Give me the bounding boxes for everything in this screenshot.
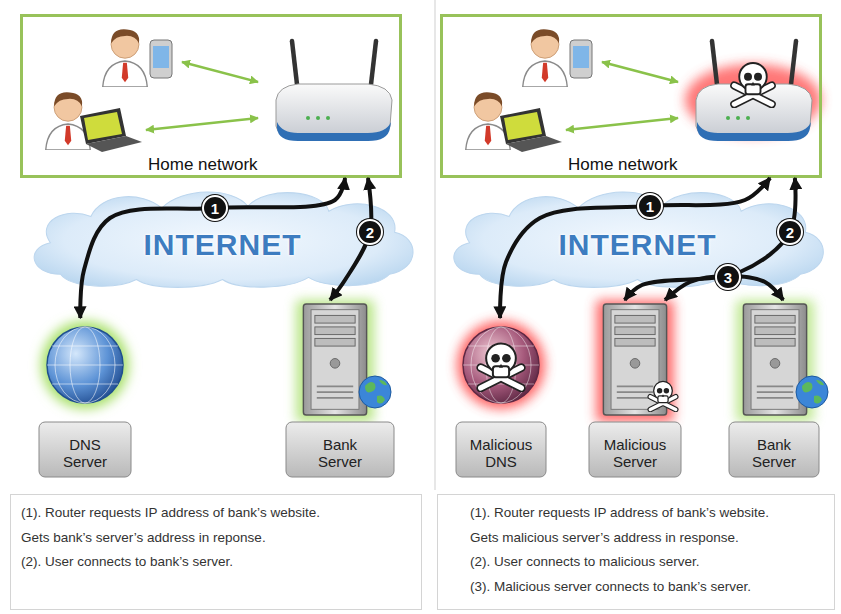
caption-line: (2). User connects to bank’s server. bbox=[21, 550, 413, 575]
safe-glow bbox=[296, 300, 374, 422]
caption-line: Gets malicious server’s address in respo… bbox=[470, 526, 826, 551]
server-label: Malicious Server bbox=[588, 300, 682, 478]
connector-arrow bbox=[500, 178, 770, 318]
server-icon bbox=[303, 304, 366, 415]
skull-icon bbox=[650, 381, 676, 409]
caption-line: (3). Malicious server connects to bank’s… bbox=[470, 575, 826, 600]
skull-icon bbox=[734, 63, 772, 104]
node-label: Bank Server bbox=[737, 436, 811, 471]
caption-line: (1). Router requests IP address of bank’… bbox=[470, 501, 826, 526]
caption-cell: (1). Router requests IP address of bank’… bbox=[10, 494, 422, 610]
node-label: DNS Server bbox=[48, 436, 122, 471]
router-icon bbox=[276, 41, 392, 141]
earth-icon bbox=[359, 376, 391, 408]
panel-divider bbox=[435, 0, 436, 490]
callout-number: 2 bbox=[357, 219, 383, 245]
router-icon bbox=[696, 41, 812, 141]
node-label: Bank Server bbox=[303, 436, 377, 471]
caption-line: Gets bank’s server’s address in reponse. bbox=[21, 526, 413, 551]
globe-icon bbox=[463, 327, 539, 403]
callout-number: 1 bbox=[202, 195, 228, 221]
node-label: Malicious DNS bbox=[464, 436, 538, 471]
node-label: Malicious Server bbox=[598, 436, 672, 471]
node-label: Home network bbox=[568, 155, 819, 175]
safe-glow bbox=[41, 321, 129, 409]
caption-cell: (1). Router requests IP address of bank’… bbox=[437, 494, 835, 610]
server-label: Malicious DNS bbox=[455, 318, 547, 478]
server-label: Bank Server bbox=[285, 300, 395, 478]
home-users bbox=[46, 29, 258, 152]
home-users bbox=[466, 29, 678, 152]
network-box: Home network bbox=[20, 14, 402, 178]
cloud-label: INTERNET bbox=[559, 228, 717, 262]
earth-icon bbox=[796, 376, 828, 408]
skull-icon bbox=[481, 343, 522, 388]
server-label: Bank Server bbox=[728, 300, 820, 478]
caption-line: (2). User connects to malicious server. bbox=[470, 550, 826, 575]
network-box: Home network bbox=[440, 14, 822, 178]
node-label: Home network bbox=[148, 155, 399, 175]
callout-number: 1 bbox=[637, 193, 663, 219]
cloud-label: INTERNET bbox=[144, 228, 302, 262]
connector-arrow bbox=[80, 178, 345, 318]
connector-arrow bbox=[625, 178, 796, 300]
caption-line: (1). Router requests IP address of bank’… bbox=[21, 501, 413, 526]
globe-icon bbox=[47, 327, 123, 403]
callout-number: 2 bbox=[777, 219, 803, 245]
server-label: DNS Server bbox=[38, 318, 132, 478]
threat-glow bbox=[457, 321, 545, 409]
callout-number: 3 bbox=[715, 264, 741, 290]
